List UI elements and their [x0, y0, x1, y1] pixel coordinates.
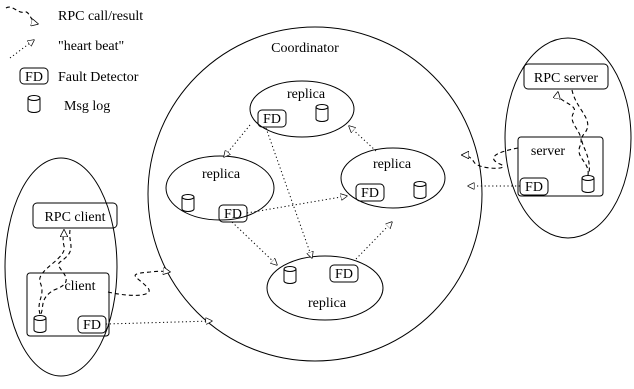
replica-left-fd-box — [218, 204, 248, 223]
client-side-ellipse — [4, 157, 118, 377]
client-rpc-down-arrow — [40, 229, 72, 315]
replica-left: replica FD — [165, 155, 275, 223]
replica-top-label: replica — [287, 87, 326, 102]
legend-rpc-label: RPC call/result — [58, 9, 143, 24]
replica-right-msglog-icon — [413, 181, 427, 199]
legend-msglog-icon — [27, 95, 41, 113]
legend: RPC call/result "heart beat" FD Fault De… — [5, 6, 143, 114]
legend-msglog-label: Msg log — [64, 99, 110, 114]
replica-left-fd-label: FD — [224, 207, 242, 222]
replica-top: replica FD — [249, 80, 355, 138]
replica-left-ellipse — [165, 155, 275, 221]
rpc-client-label: RPC client — [44, 210, 105, 225]
replica-bottom-label: replica — [308, 296, 347, 311]
replica-top-fd-box — [257, 109, 287, 128]
legend-fd-box — [19, 67, 49, 85]
client-label: client — [64, 279, 95, 294]
replica-right-fd-box — [355, 183, 385, 202]
replica-top-ellipse — [249, 80, 355, 138]
replica-top-fd-label: FD — [263, 112, 281, 127]
heartbeat-left-to-bottom — [231, 221, 277, 265]
client-msglog-icon — [33, 315, 47, 333]
replica-top-msglog-icon — [315, 104, 329, 122]
replica-right: replica FD — [340, 147, 446, 209]
heartbeat-top-to-left — [224, 124, 251, 157]
replica-right-label: replica — [373, 157, 412, 172]
legend-fd-label: Fault Detector — [58, 70, 139, 85]
server-fd-label: FD — [525, 180, 543, 195]
rpc-server-label: RPC server — [534, 71, 599, 86]
replica-bottom-fd-label: FD — [335, 267, 353, 282]
server-rpc-up-arrow — [558, 92, 589, 176]
legend-heartbeat-label: "heart beat" — [58, 39, 124, 54]
replica-bottom-msglog-icon — [283, 266, 297, 284]
replica-heartbeats — [224, 124, 392, 265]
client-rpc-up-arrow — [38, 230, 64, 315]
server-to-coordinator-rpc — [462, 147, 519, 169]
coordinator-circle — [147, 26, 483, 362]
client-fd-box — [77, 315, 107, 334]
legend-heartbeat-arrow — [9, 40, 34, 59]
client-fd-label: FD — [83, 318, 101, 333]
server-side-ellipse — [504, 37, 632, 239]
client-box — [26, 272, 110, 337]
server-msglog-icon — [581, 175, 595, 193]
coordinator-title: Coordinator — [271, 41, 339, 56]
replica-left-label: replica — [202, 167, 241, 182]
rpc-client-box — [32, 202, 118, 229]
legend-fd-box-label: FD — [25, 70, 43, 85]
replica-bottom: FD replica — [266, 255, 384, 321]
heartbeat-bottom-to-right — [355, 222, 392, 260]
server-box — [517, 136, 604, 197]
rpc-server-box — [523, 63, 609, 90]
replica-bottom-fd-box — [329, 264, 359, 283]
client-heartbeat — [105, 321, 212, 324]
replica-bottom-ellipse — [266, 255, 384, 321]
replica-left-msglog-icon — [181, 194, 195, 212]
heartbeat-left-to-right — [246, 196, 347, 214]
replica-right-fd-label: FD — [361, 186, 379, 201]
client-to-coordinator-rpc — [107, 271, 170, 296]
legend-rpc-arrow — [5, 6, 38, 24]
heartbeat-top-to-bottom — [265, 127, 312, 258]
heartbeat-right-to-top — [349, 126, 377, 152]
server-rpc-down-arrow — [571, 89, 590, 175]
server-label: server — [531, 144, 566, 159]
replica-right-ellipse — [340, 147, 446, 209]
